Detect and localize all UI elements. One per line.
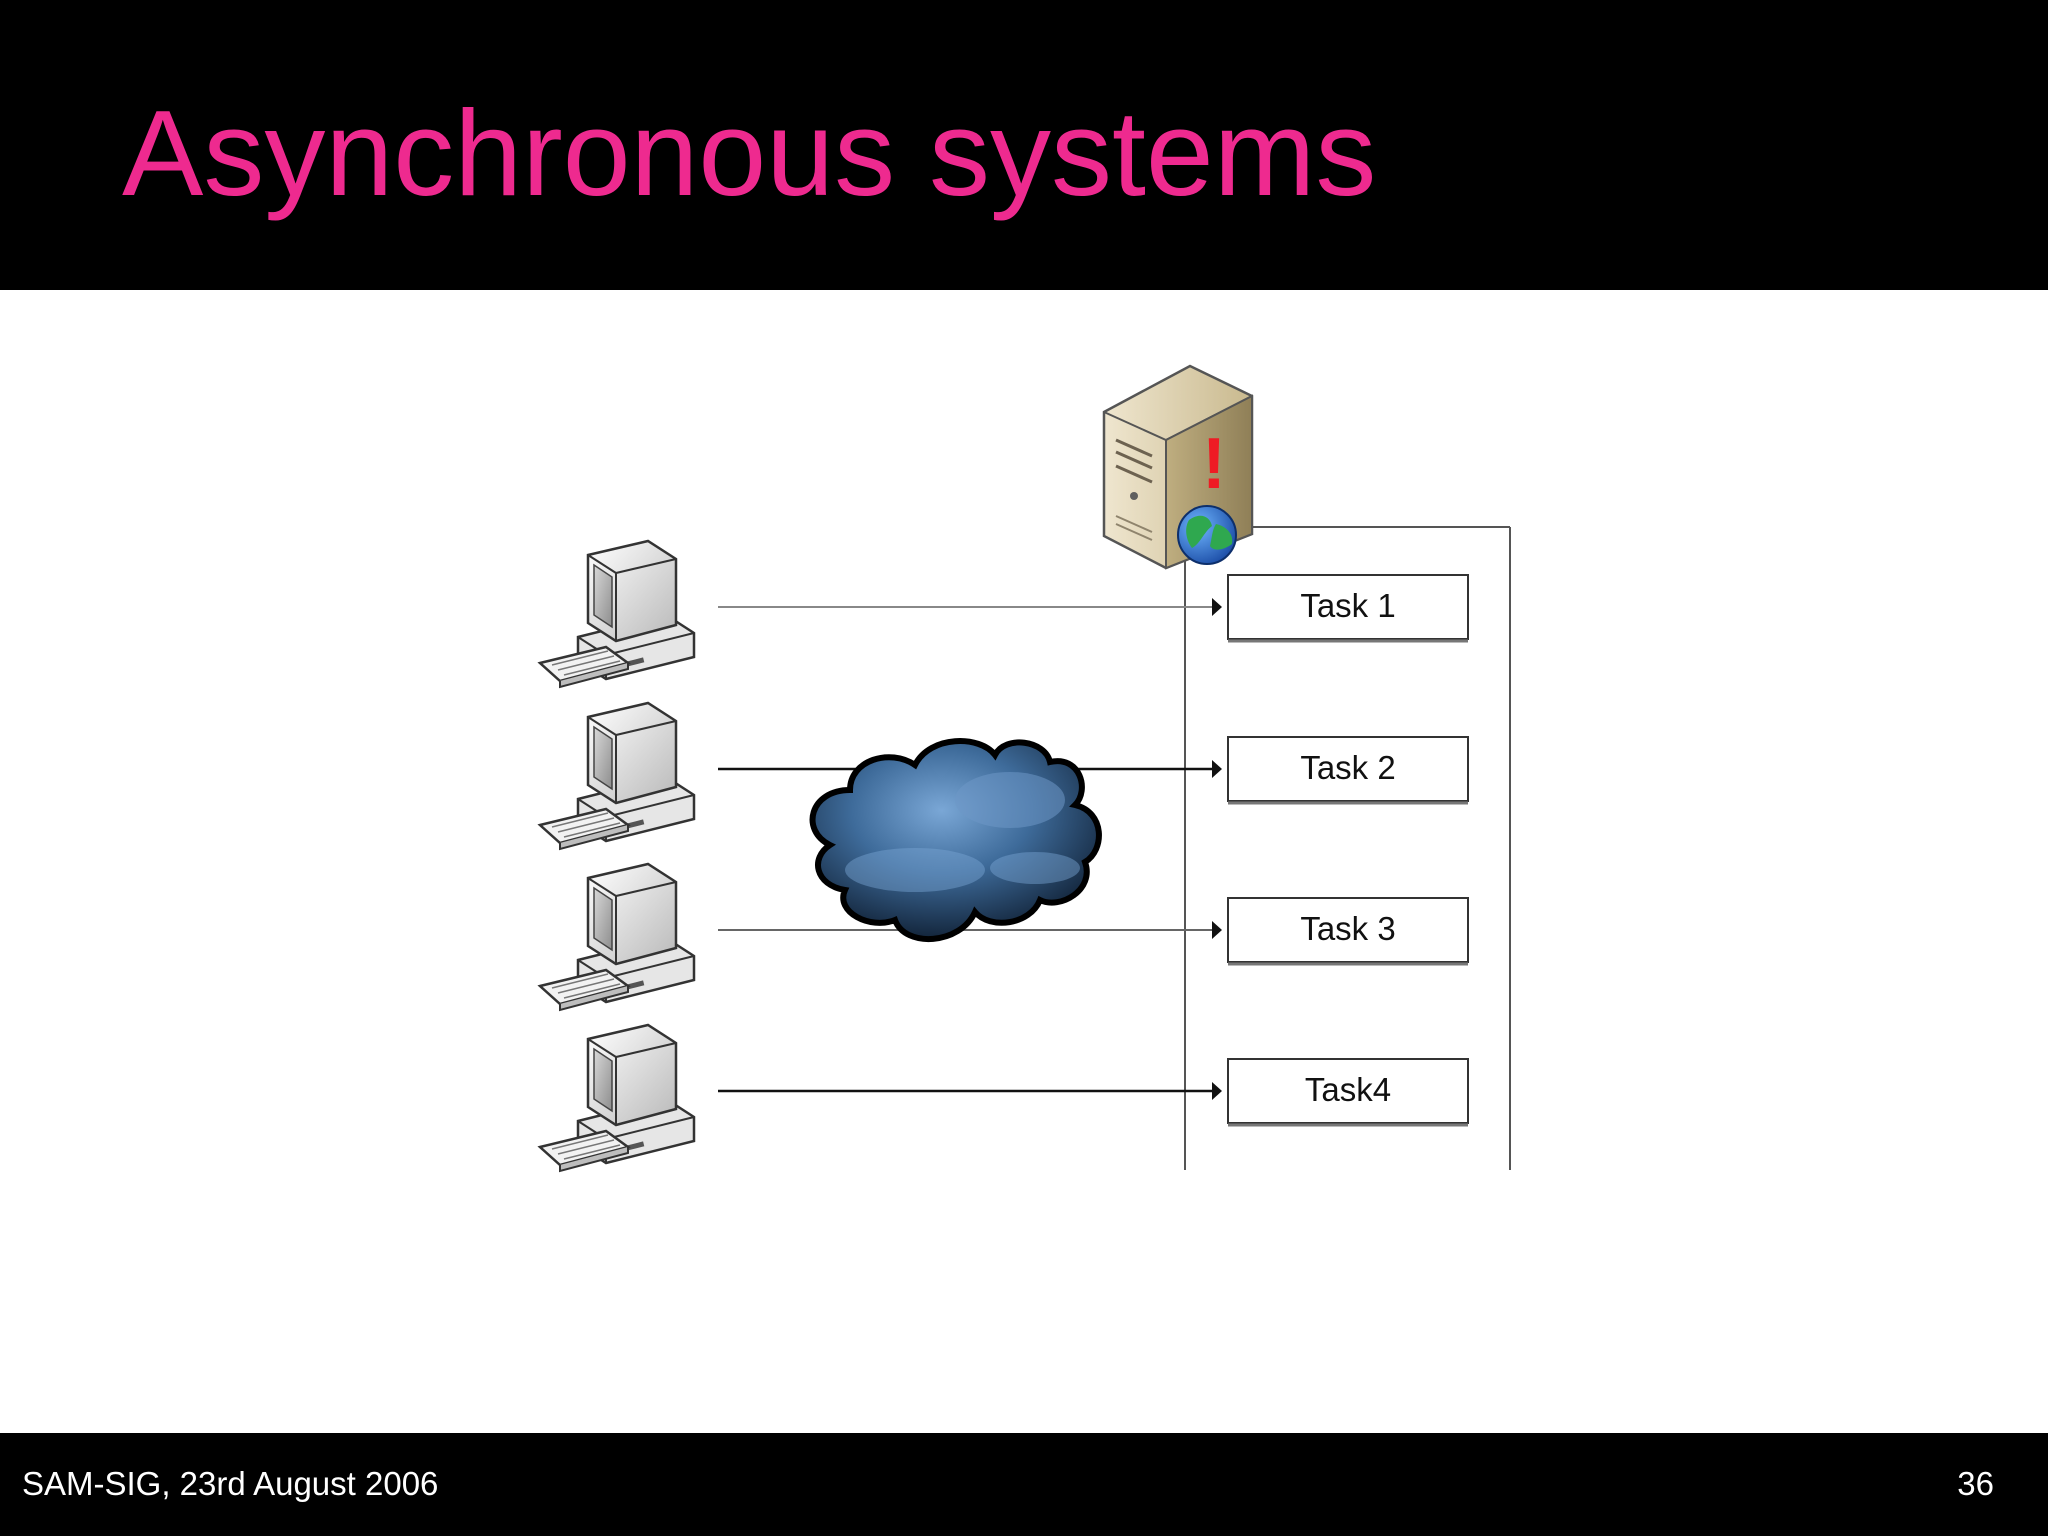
task-label: Task4 bbox=[1305, 1071, 1391, 1108]
slide-title: Asynchronous systems bbox=[122, 85, 1377, 221]
title-bar: Asynchronous systems bbox=[0, 0, 2048, 290]
footer-caption: SAM-SIG, 23rd August 2006 bbox=[22, 1465, 439, 1502]
desktop-computer-icon bbox=[538, 1023, 696, 1173]
task-label: Task 1 bbox=[1300, 587, 1395, 624]
footer-bar: SAM-SIG, 23rd August 2006 36 bbox=[0, 1433, 2048, 1536]
task-box-3: Task 3 bbox=[1227, 897, 1469, 966]
globe-icon bbox=[1177, 505, 1237, 565]
desktop-computer-icon bbox=[538, 539, 696, 689]
cloud-icon bbox=[809, 738, 1102, 942]
task-box-2: Task 2 bbox=[1227, 736, 1469, 805]
page-number: 36 bbox=[1957, 1465, 1994, 1502]
task-box-4: Task4 bbox=[1227, 1058, 1469, 1127]
task-label: Task 2 bbox=[1300, 749, 1395, 786]
server-alert-icon: ! bbox=[1202, 424, 1226, 504]
task-box-1: Task 1 bbox=[1227, 574, 1469, 643]
desktop-computer-icon bbox=[538, 701, 696, 851]
task-label: Task 3 bbox=[1300, 910, 1395, 947]
desktop-computer-icon bbox=[538, 862, 696, 1012]
